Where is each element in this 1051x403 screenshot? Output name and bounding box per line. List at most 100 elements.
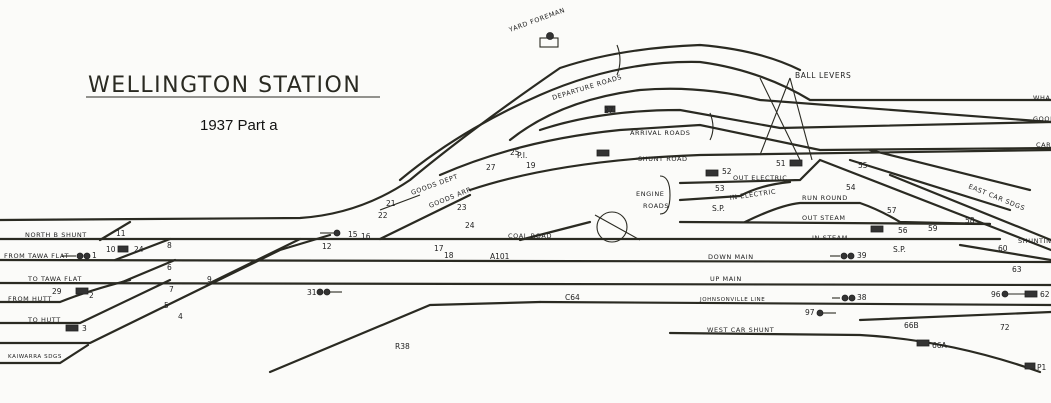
- signal-icon: [320, 229, 341, 237]
- track-east-car-3: [888, 173, 1051, 242]
- diagram-mark: [1024, 290, 1038, 298]
- lever-number: 31: [307, 288, 317, 297]
- lever-number: S.P.: [712, 204, 725, 213]
- lever-number: 27: [486, 163, 496, 172]
- diagram-mark: [83, 252, 91, 260]
- lever-number: 58: [965, 216, 975, 225]
- track-run-round: [743, 201, 992, 226]
- track-third: [0, 233, 332, 345]
- diagram-mark: [323, 288, 331, 296]
- track-johnsonville: [538, 300, 1051, 307]
- label-in-steam: IN STEAM: [812, 234, 848, 242]
- lever-number: 53: [715, 184, 725, 193]
- track-departure-3: [538, 108, 1051, 132]
- track-down-main: [0, 258, 1051, 264]
- crossover-8: [113, 237, 172, 262]
- label-kaiwarra-sdgs: KAIWARRA SDGS: [8, 354, 62, 360]
- lever-number: 24: [465, 221, 475, 230]
- tracks: [0, 43, 1051, 374]
- diagram-title: WELLINGTON STATION: [88, 73, 361, 98]
- label-out-steam: OUT STEAM: [802, 214, 846, 222]
- label-shunt-road: SHUNT ROAD: [638, 155, 688, 163]
- diagram-mark: [604, 105, 616, 113]
- track-johnsonville-curve: [268, 300, 542, 374]
- lever-number: 11: [116, 229, 126, 238]
- lever-number: C64: [565, 293, 580, 302]
- diagram-mark: [870, 225, 884, 233]
- track-east-car-1: [848, 158, 1012, 212]
- lever-numbers: 11 10 24 8 6 7 29 2 3 1 4 5 9 12 31 15 1…: [52, 106, 1050, 372]
- lever-number: 66A: [932, 341, 948, 350]
- label-from-hutt: FROM HUTT: [8, 295, 52, 303]
- lever-number: 21: [386, 199, 396, 208]
- lever-number: 6: [167, 263, 172, 272]
- lever-number: 38: [857, 293, 867, 302]
- diagram-mark: [76, 252, 84, 260]
- track-arrival: [438, 123, 1051, 177]
- crossover-11: [98, 220, 132, 242]
- signal-icon: [65, 105, 1036, 370]
- lever-number: 7: [169, 285, 174, 294]
- diagram-mark: [316, 288, 324, 296]
- diagram-mark: [705, 169, 719, 177]
- label-car: CAR: [1036, 141, 1051, 149]
- label-run-round: RUN ROUND: [802, 194, 848, 202]
- diagram-mark: [847, 252, 855, 260]
- lever-number: 66B: [904, 321, 919, 330]
- diagram-mark: [848, 294, 856, 302]
- lever-number: S.P.: [893, 245, 906, 254]
- lever-number: 15: [348, 230, 358, 239]
- label-goods: GOOD: [1033, 115, 1051, 123]
- lever-number: 8: [167, 241, 172, 250]
- lever-number: 3: [82, 324, 87, 333]
- label-shunting: SHUNTING: [1018, 237, 1051, 245]
- lever-number: 27: [604, 106, 614, 115]
- label-to-hutt: TO HUTT: [27, 316, 61, 324]
- diagram-mark: [65, 324, 79, 332]
- label-north-b-shunt: NORTH B SHUNT: [25, 231, 87, 239]
- diagram-mark: [789, 159, 803, 167]
- track-kaiwarra: [0, 343, 90, 365]
- signals: [62, 105, 1038, 370]
- lever-number: 55: [858, 161, 868, 170]
- lever-number: 5: [164, 301, 169, 310]
- lever-number: 97: [805, 308, 815, 317]
- label-coal-road: COAL ROAD: [508, 232, 552, 240]
- label-to-tawa-flat: TO TAWA FLAT: [27, 275, 82, 283]
- lever-number: 60: [998, 244, 1008, 253]
- diagram-mark: [75, 287, 89, 295]
- lever-number: 96: [991, 290, 1001, 299]
- signal-icon: [316, 288, 342, 296]
- turntable: [596, 211, 628, 243]
- track-in-electric: [678, 180, 792, 202]
- label-up-main: UP MAIN: [710, 275, 742, 283]
- track-wharf: [398, 60, 1051, 182]
- track-out-steam: [678, 220, 992, 226]
- lever-number: 59: [928, 224, 938, 233]
- lever-number: 39: [857, 251, 867, 260]
- lever-number: 52: [722, 167, 732, 176]
- signal-icon: [830, 252, 855, 260]
- diagram-mark: [816, 309, 824, 317]
- track-up-main: [0, 281, 1051, 287]
- diagram-mark: [840, 252, 848, 260]
- diagram-mark: [333, 229, 341, 237]
- lever-number: P.I.: [517, 151, 527, 160]
- crossover-22: [378, 193, 472, 241]
- labels: YARD FOREMAN DEPARTURE ROADS ARRIVAL ROA…: [4, 6, 1051, 360]
- signal-icon: [816, 309, 836, 317]
- diagram-mark: [1001, 290, 1009, 298]
- label-johnsonville-line: JOHNSONVILLE LINE: [699, 297, 765, 303]
- lever-number: 57: [887, 206, 897, 215]
- signal-icon: [832, 294, 856, 302]
- lever-number: R38: [395, 342, 410, 351]
- track-west-car-shunt: [668, 331, 1042, 374]
- label-engine: ENGINE: [636, 190, 665, 198]
- lever-number: 22: [378, 211, 388, 220]
- label-ball-levers: BALL LEVERS: [795, 71, 851, 80]
- diagram-mark: [117, 245, 129, 253]
- diagram-mark: [916, 339, 930, 347]
- lever-number: 56: [898, 226, 908, 235]
- lever-number: 10: [106, 245, 116, 254]
